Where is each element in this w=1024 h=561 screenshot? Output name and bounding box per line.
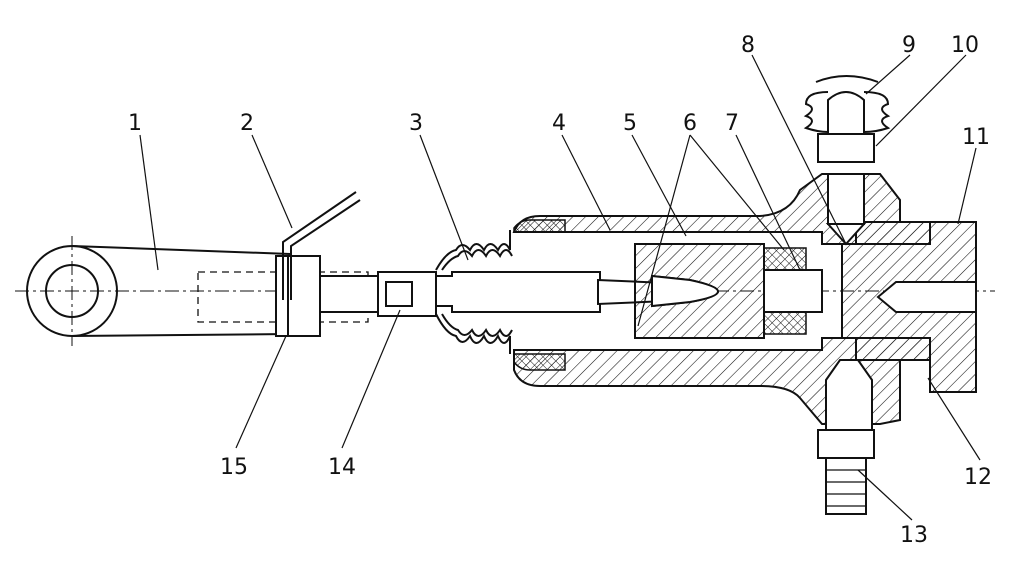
callout-7: 7: [725, 111, 739, 136]
callout-5: 5: [623, 111, 637, 136]
callout-9: 9: [902, 33, 916, 58]
callout-1: 1: [128, 111, 142, 136]
bleed-valve: [803, 75, 891, 246]
piston: [634, 243, 765, 339]
callout-2: 2: [240, 111, 254, 136]
callout-13: 13: [900, 523, 928, 548]
callout-12: 12: [964, 465, 992, 490]
lock-nut: [275, 255, 321, 337]
rubber-boot: [435, 230, 513, 354]
callout-15: 15: [220, 455, 248, 480]
cotter-clip: [282, 191, 361, 300]
callout-labels: 1 2 3 4 5 6 7 8 9 10 11 12 13 14 15: [128, 33, 992, 548]
cup-seal: [763, 247, 823, 335]
callout-10: 10: [951, 33, 979, 58]
leader-lines: [139, 54, 981, 521]
inlet-fitting: [817, 359, 875, 515]
callout-6: 6: [683, 111, 697, 136]
callout-14: 14: [328, 455, 356, 480]
callout-4: 4: [552, 111, 566, 136]
callout-3: 3: [409, 111, 423, 136]
callout-8: 8: [741, 33, 755, 58]
callout-11: 11: [962, 125, 990, 150]
